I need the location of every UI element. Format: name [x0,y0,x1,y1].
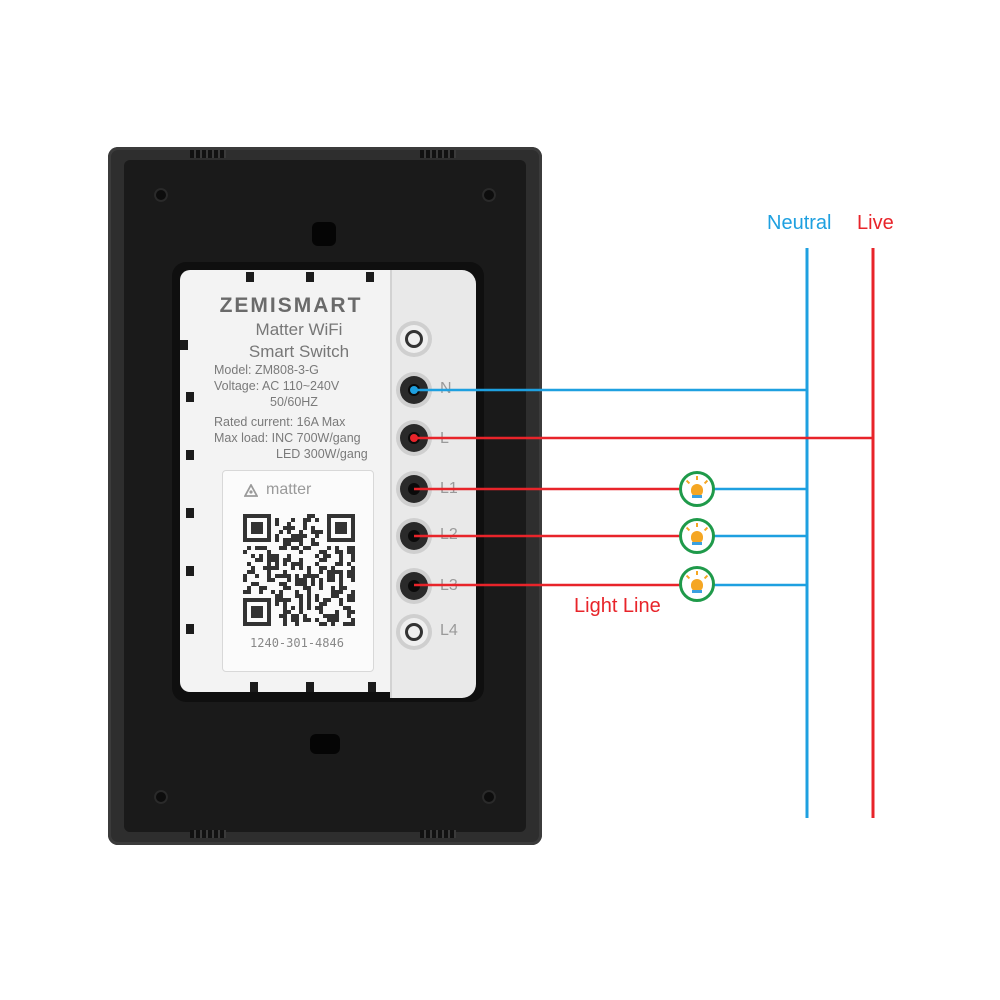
bottom-mount-slot [310,734,340,754]
product-name-line2: Smart Switch [248,342,350,361]
module-tab [368,682,376,692]
matter-logo-icon [244,484,258,497]
pairing-code: 1240-301-4846 [250,636,344,650]
light-bulb-icon [679,518,715,554]
terminal-screw-l4 [400,618,428,646]
light-bulb-icon [679,471,715,507]
top-left-vent [190,150,226,158]
module-tab [186,392,194,402]
spec-rated-current: Rated current: 16A Max [214,415,346,429]
terminal-label-l2: L2 [440,526,458,543]
bottom-left-vent [190,830,226,838]
mount-hole-bottom-left [154,790,168,804]
module-tab [306,272,314,282]
light-line-label: Light Line [574,595,661,617]
module-tab [306,682,314,692]
neutral-label: Neutral [767,212,832,234]
qr-code [243,514,355,626]
product-name-line1: Matter WiFi [255,320,343,339]
mount-hole-bottom-right [482,790,496,804]
spec-model: Model: ZM808-3-G [214,363,319,377]
spec-max-load: Max load: INC 700W/gang [214,431,361,445]
bottom-right-vent [420,830,456,838]
spec-voltage: Voltage: AC 110~240V [214,379,340,393]
terminal-label-l4: L4 [440,622,458,639]
light-bulb-icon [679,566,715,602]
n-terminal-dot [410,386,418,394]
module-tab [246,272,254,282]
mount-hole-top-right [482,188,496,202]
module-tab [250,682,258,692]
matter-logo-text: matter [266,481,312,498]
module-tab [186,450,194,460]
top-mount-slot [312,222,336,246]
mount-hole-top-left [154,188,168,202]
module-tab [186,624,194,634]
terminal-screw-top [400,325,428,353]
l-terminal-dot [410,434,418,442]
module-tab [186,508,194,518]
module-tab [186,566,194,576]
terminal-label-n: N [440,380,452,397]
spec-frequency: 50/60HZ [270,395,318,409]
module-tab [366,272,374,282]
module-tab [180,340,188,350]
live-label: Live [857,212,894,234]
brand-name: ZEMISMART [219,294,363,317]
spec-led-load: LED 300W/gang [276,447,368,461]
top-right-vent [420,150,456,158]
